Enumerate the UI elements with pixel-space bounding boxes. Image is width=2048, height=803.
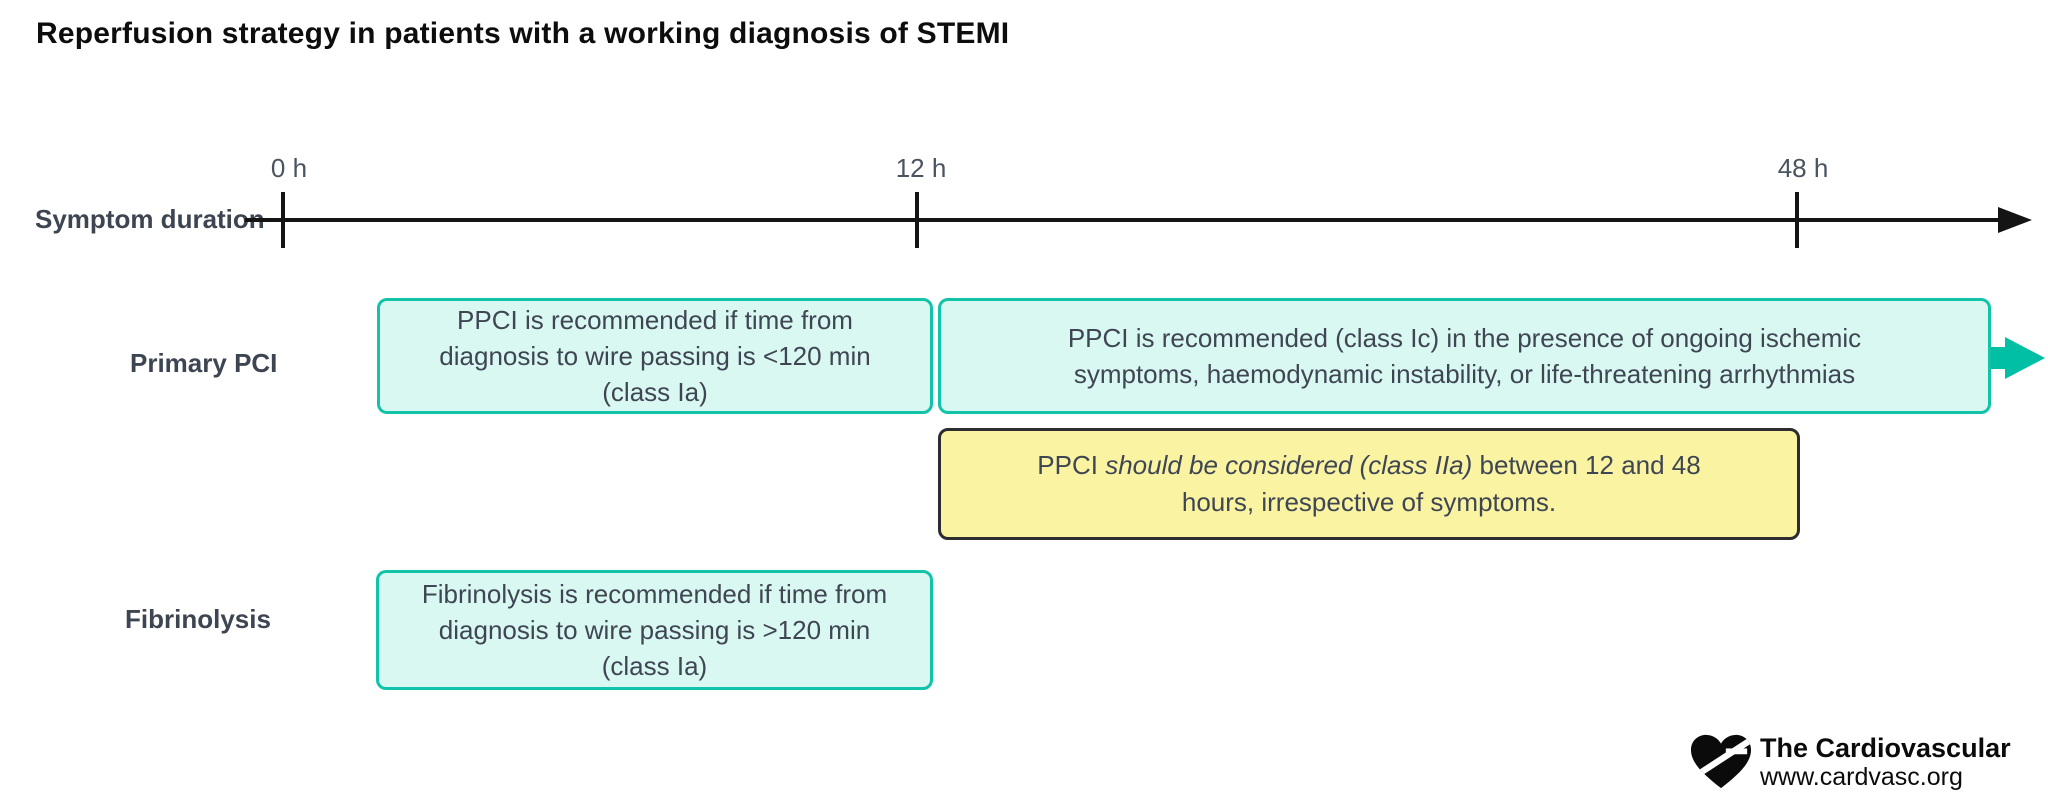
brand-url: www.cardvasc.org <box>1760 763 1963 791</box>
tick-48h <box>1795 192 1799 248</box>
page-title: Reperfusion strategy in patients with a … <box>36 17 1010 50</box>
timeline-axis <box>245 218 2000 222</box>
primary-pci-label: Primary PCI <box>130 348 278 378</box>
footer-text: The Cardiovascular www.cardvasc.org <box>1760 733 2011 791</box>
brand-name: The Cardiovascular <box>1760 733 2011 763</box>
heart-icon <box>1690 734 1752 789</box>
symptom-duration-label: Symptom duration <box>35 204 265 234</box>
tick-12h <box>915 192 919 248</box>
tick-label-12h: 12 h <box>895 153 947 183</box>
tick-label-0h: 0 h <box>270 153 308 183</box>
continuation-arrow-icon <box>2005 337 2045 379</box>
tick-0h <box>281 192 285 248</box>
ppci-consider-italic: should be considered (class IIa) <box>1105 450 1473 480</box>
continuation-arrow-stem <box>1991 347 2007 369</box>
ppci-late-box: PPCI is recommended (class Ic) in the pr… <box>938 298 1991 414</box>
footer-logo: The Cardiovascular www.cardvasc.org <box>1690 733 2011 791</box>
ppci-consider-box: PPCI should be considered (class IIa) be… <box>938 428 1800 540</box>
fibrinolysis-box: Fibrinolysis is recommended if time from… <box>376 570 933 690</box>
timeline-arrowhead-icon <box>1998 207 2032 233</box>
fibrinolysis-text: Fibrinolysis is recommended if time from… <box>421 579 888 681</box>
tick-label-48h: 48 h <box>1777 153 1829 183</box>
ppci-early-box: PPCI is recommended if time from diagnos… <box>377 298 933 414</box>
ppci-consider-prefix: PPCI <box>1037 450 1106 480</box>
ppci-early-text: PPCI is recommended if time from diagnos… <box>439 305 871 407</box>
ppci-consider-suffix: between 12 and 48 <box>1472 450 1701 480</box>
ppci-consider-line1: PPCI should be considered (class IIa) be… <box>1037 447 1700 484</box>
ppci-consider-line2: hours, irrespective of symptoms. <box>1181 487 1557 517</box>
fibrinolysis-label: Fibrinolysis <box>125 604 271 634</box>
ppci-late-text: PPCI is recommended (class Ic) in the pr… <box>1067 323 1862 389</box>
